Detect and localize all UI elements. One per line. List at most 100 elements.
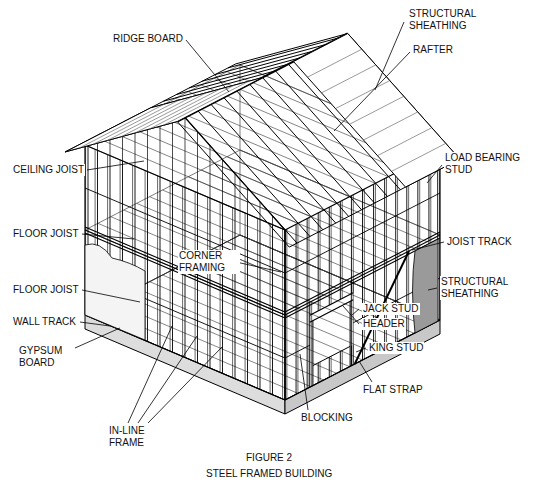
leader-line [186,40,229,92]
stud [318,363,319,383]
part-label: JACK STUD [362,303,420,315]
leader-line [359,361,372,382]
rafter [185,118,297,244]
part-label: HEADER [362,318,406,330]
rafter [237,91,349,217]
gable-stud [185,118,186,188]
rafter [224,98,336,224]
sheathing-course [149,85,234,129]
roof-sheathing [65,78,262,152]
part-label: LOAD BEARING STUD [444,152,526,176]
part-label: BLOCKING [300,412,354,424]
sheathing-courses [79,49,446,171]
gable-stud [135,131,136,166]
gable-stud [260,202,261,220]
part-label: WALL TRACK [12,316,77,328]
leader-line [82,234,134,239]
leaders [66,22,444,423]
stud [342,285,343,298]
leader-line [428,288,437,290]
leader-line [87,161,144,170]
leader-line [128,326,172,423]
track [85,145,285,230]
leader-line [356,348,366,352]
corner-stud [284,230,286,400]
leader-line [343,306,359,324]
stud [342,350,343,370]
leader-line [236,262,281,272]
sill [313,346,350,365]
gable-stud [122,135,123,161]
gable-stud [110,138,111,156]
sheathing-course [378,128,432,156]
roof-sheathing [294,34,460,188]
gypsum-board [85,244,145,340]
stud [340,351,341,371]
joist [124,210,324,295]
part-label: CEILING JOIST [12,164,85,176]
leader-line [412,242,444,250]
part-label: JOIST TRACK [446,236,513,248]
part-label: RIDGE BOARD [112,33,184,45]
part-label: FLAT STRAP [362,384,424,396]
gable-stud [235,174,236,209]
gable-stud [172,121,173,182]
leader-line [138,336,197,423]
part-label: KING STUD [368,342,424,354]
stud [340,286,341,299]
leader-line [427,165,442,183]
gable-stud [197,132,198,193]
sheathing-course [93,100,178,144]
stud [329,357,330,377]
part-label: CORNER FRAMING [178,250,240,274]
leader-line [300,354,308,410]
joist [137,203,337,288]
jack-stud [312,321,313,386]
wall-sheathing [413,239,439,333]
figure-title: FIGURE 2 [246,452,292,464]
corner-stud [240,65,241,235]
sheathing-course [107,97,192,141]
leader-line [148,347,222,423]
sheathing-course [364,112,418,140]
leader-line [352,309,359,315]
track [85,150,240,230]
gable-stud [147,128,148,172]
sheathing-course [79,104,164,148]
stud [331,356,332,376]
leader-line [375,22,404,90]
part-label: RAFTER [412,44,454,56]
part-label: STRUCTURAL SHEATHING [408,8,490,32]
sheathing-course [392,143,446,171]
sheathing-course [163,81,248,125]
roof-framing [65,34,460,248]
stud [320,297,321,310]
jack-stud [350,301,351,366]
rafter [177,122,289,248]
part-label: STRUCTURAL SHEATHING [440,276,522,300]
sheathing-course [336,81,390,109]
sheathing-course [308,49,362,77]
stud [329,292,330,305]
gable-stud [160,124,161,177]
gable-stud [222,160,223,204]
sheathing-course [350,96,404,124]
part-label: FLOOR JOIST [12,228,80,240]
stud [331,291,332,304]
leader-line [82,290,140,302]
part-label: IN-LINE FRAME [108,425,155,449]
sheathing-course [322,65,376,93]
stud [318,298,319,311]
gable-stud [272,216,273,225]
joist [163,190,363,275]
blocking [285,345,310,358]
sheathing-course [135,89,220,133]
header [310,300,353,322]
gable-stud [210,146,211,199]
rafter [211,104,323,230]
leader-line [80,322,110,326]
part-label: GYPSUM BOARD [18,345,75,369]
